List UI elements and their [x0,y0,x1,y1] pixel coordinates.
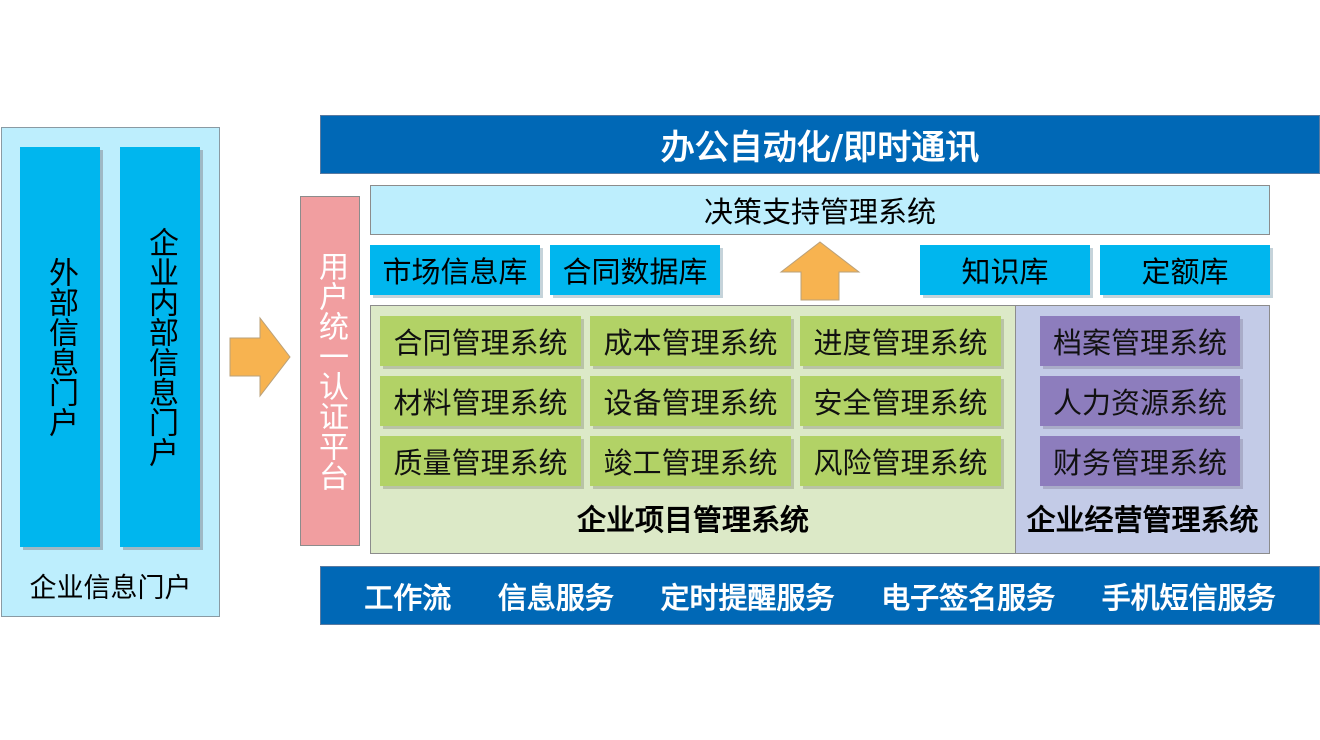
service-item: 电子签名服务 [881,580,1056,615]
project-system-item: 合同管理系统 [380,316,581,366]
db-knowledge: 知识库 [920,245,1090,295]
project-management-title: 企业项目管理系统 [576,503,809,537]
project-system-item: 成本管理系统 [590,316,791,366]
service-item: 信息服务 [497,580,614,615]
project-system-item: 风险管理系统 [800,436,1001,486]
auth-label: 用户统一认证平台 [313,251,348,491]
db-market-info: 市场信息库 [370,245,540,295]
operation-management-title: 企业经营管理系统 [1026,503,1259,537]
project-system-item: 材料管理系统 [380,376,581,426]
unified-auth-platform: 用户统一认证平台 [300,196,360,546]
external-portal-box: 外部信息门户 [20,147,100,547]
external-portal-label: 外部信息门户 [43,257,78,437]
db-quota: 定额库 [1100,245,1270,295]
service-item: 工作流 [364,580,452,615]
project-system-item: 竣工管理系统 [590,436,791,486]
services-bar: 工作流 信息服务 定时提醒服务 电子签名服务 手机短信服务 [320,566,1320,625]
portal-title: 企业信息门户 [29,572,192,604]
up-arrow-icon [779,241,861,301]
internal-portal-label: 企业内部信息门户 [143,227,178,467]
project-system-item: 安全管理系统 [800,376,1001,426]
decision-support-system: 决策支持管理系统 [370,185,1270,235]
office-automation-bar: 办公自动化/即时通讯 [320,115,1320,174]
operation-system-item: 人力资源系统 [1040,376,1240,426]
operation-system-item: 档案管理系统 [1040,316,1240,366]
service-item: 手机短信服务 [1101,580,1276,615]
project-system-item: 进度管理系统 [800,316,1001,366]
right-arrow-icon [229,316,291,398]
project-system-item: 设备管理系统 [590,376,791,426]
internal-portal-box: 企业内部信息门户 [120,147,200,547]
operation-system-item: 财务管理系统 [1040,436,1240,486]
project-system-item: 质量管理系统 [380,436,581,486]
service-item: 定时提醒服务 [660,580,835,615]
db-contract: 合同数据库 [550,245,720,295]
